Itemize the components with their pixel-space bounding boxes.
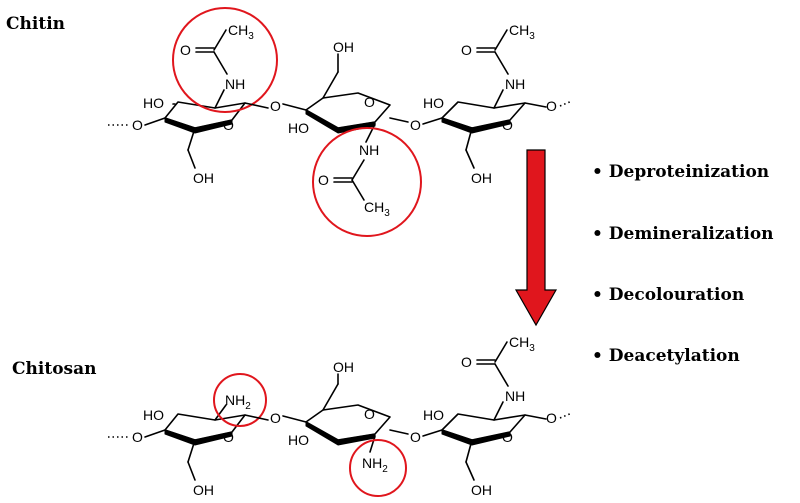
hydroxyl-group: HO	[288, 120, 309, 136]
chitosan-title: Chitosan	[12, 359, 97, 379]
amide-nitrogen: NH	[225, 76, 245, 92]
step-deproteinization: • Deproteinization	[592, 162, 769, 182]
ring-oxygen: O	[223, 117, 234, 133]
conversion-arrow	[514, 149, 558, 327]
acetyl-highlight-circle	[312, 127, 422, 237]
amide-nitrogen: NH	[505, 388, 525, 404]
chitin-structure: O O HO OH NH O CH3 O	[108, 7, 573, 237]
hydroxyl-group: OH	[193, 482, 214, 498]
amide-nitrogen: NH	[359, 142, 379, 158]
amine-group: NH2	[362, 455, 388, 475]
atom-o: O	[132, 117, 143, 133]
hydroxyl-group: OH	[471, 482, 492, 498]
hydroxyl-group: OH	[333, 359, 354, 375]
carbonyl-oxygen: O	[461, 354, 472, 370]
chain-continuation-right	[559, 412, 573, 419]
chitosan-structure: O O HO OH NH2 O O HO OH NH2	[108, 334, 573, 498]
chitosan-ring-3: O HO OH NH O CH3	[423, 334, 535, 498]
hydroxyl-group: HO	[423, 95, 444, 111]
step-deacetylation: • Deacetylation	[592, 346, 740, 366]
ring-oxygen: O	[364, 94, 375, 110]
chitosan-ring-1: O HO OH NH2	[143, 392, 251, 498]
hydroxyl-group: HO	[143, 95, 164, 111]
terminal-oxygen: O	[546, 98, 557, 114]
chitin-ring-3: O HO OH NH O CH3	[423, 22, 535, 186]
methyl-group: CH3	[228, 22, 254, 42]
step-decolouration: • Decolouration	[592, 285, 744, 305]
chitin-ring-2: O HO OH NH O CH3	[288, 39, 391, 219]
glycosidic-oxygen: O	[270, 410, 281, 426]
acetyl-highlight-circle	[172, 7, 278, 113]
atom-o: O	[132, 429, 143, 445]
ring-oxygen: O	[502, 429, 513, 445]
process-steps-list: • Deproteinization • Demineralization • …	[592, 162, 774, 366]
hydroxyl-group: HO	[143, 407, 164, 423]
amine-group: NH2	[225, 392, 251, 412]
methyl-group: CH3	[509, 22, 535, 42]
hydroxyl-group: HO	[423, 407, 444, 423]
hydroxyl-group: OH	[471, 170, 492, 186]
carbonyl-oxygen: O	[318, 172, 329, 188]
methyl-group: CH3	[364, 199, 390, 219]
hydroxyl-group: HO	[288, 432, 309, 448]
chain-continuation-right	[559, 100, 573, 107]
ring-oxygen: O	[223, 429, 234, 445]
chitin-title: Chitin	[6, 14, 65, 34]
terminal-oxygen: O	[546, 410, 557, 426]
amine-highlight-circle	[213, 373, 267, 427]
carbonyl-oxygen: O	[461, 42, 472, 58]
amide-nitrogen: NH	[505, 76, 525, 92]
chitin-ring-1: O HO OH NH O CH3	[143, 22, 254, 186]
chitosan-ring-2: O HO OH NH2	[288, 359, 391, 475]
ring-oxygen: O	[364, 406, 375, 422]
ring-oxygen: O	[502, 117, 513, 133]
glycosidic-oxygen: O	[410, 429, 421, 445]
amine-highlight-circle	[349, 439, 407, 497]
glycosidic-oxygen: O	[270, 98, 281, 114]
glycosidic-oxygen: O	[410, 117, 421, 133]
step-demineralization: • Demineralization	[592, 224, 774, 244]
hydroxyl-group: OH	[333, 39, 354, 55]
carbonyl-oxygen: O	[180, 42, 191, 58]
methyl-group: CH3	[509, 334, 535, 354]
hydroxyl-group: OH	[193, 170, 214, 186]
